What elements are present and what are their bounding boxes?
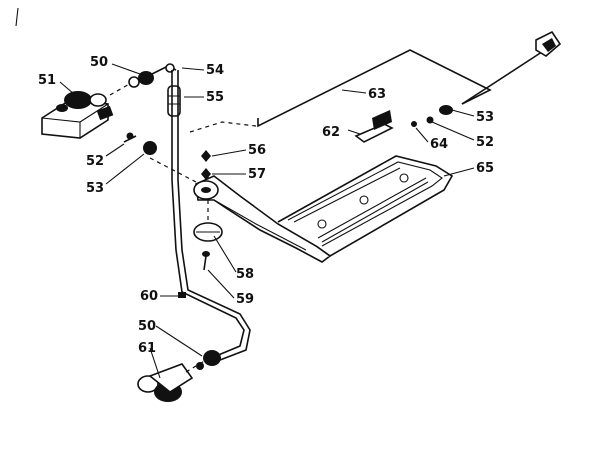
valve-to-line-dashes xyxy=(109,77,141,96)
callout-51: 51 xyxy=(38,73,56,88)
fitting-part-60[interactable] xyxy=(178,292,186,298)
screw-part-53-left[interactable] xyxy=(143,141,157,155)
callout-57: 57 xyxy=(248,167,266,182)
screw-part-53-right[interactable] xyxy=(439,105,453,115)
callout-54: 54 xyxy=(206,63,224,78)
gas-supply-line-inner xyxy=(177,70,251,361)
pilot-tube-tail xyxy=(461,47,549,105)
washer-part-52-left[interactable] xyxy=(123,132,137,143)
callout-52-left: 52 xyxy=(86,154,104,169)
washer-part-57[interactable] xyxy=(201,168,211,180)
gas-valve-part-61[interactable] xyxy=(137,362,204,402)
orifice-part-55[interactable] xyxy=(167,85,181,117)
pilot-tube-part-63[interactable] xyxy=(257,49,492,128)
callout-labels: 50 54 51 55 63 53 62 52 64 52 56 53 57 6… xyxy=(38,55,494,356)
callout-53-left: 53 xyxy=(86,181,104,196)
callout-50-upper: 50 xyxy=(90,55,108,70)
callout-55: 55 xyxy=(206,90,224,105)
callout-56: 56 xyxy=(248,143,266,158)
callout-52-right: 52 xyxy=(476,135,494,150)
callout-leaders xyxy=(59,63,475,379)
washer-part-52-right[interactable] xyxy=(426,116,434,124)
callout-64: 64 xyxy=(430,137,448,152)
fitting-nut-part-50-lower[interactable] xyxy=(203,350,221,366)
screw-part-59[interactable] xyxy=(202,251,210,271)
callout-59: 59 xyxy=(236,292,254,307)
gas-supply-line xyxy=(171,70,245,357)
callout-61: 61 xyxy=(138,341,156,356)
callout-58: 58 xyxy=(236,267,254,282)
screw-part-56[interactable] xyxy=(201,150,211,162)
air-shutter-part-58[interactable] xyxy=(193,222,223,242)
callout-63: 63 xyxy=(368,87,386,102)
corner-mark xyxy=(15,7,19,27)
bracket-part-62[interactable] xyxy=(354,110,394,143)
callout-62: 62 xyxy=(322,125,340,140)
valve-regulator-part-51[interactable] xyxy=(41,91,114,139)
callout-50-lower: 50 xyxy=(138,319,156,334)
assembly-dash-1 xyxy=(149,157,197,183)
callout-60: 60 xyxy=(140,289,158,304)
clip-part-64[interactable] xyxy=(411,121,417,127)
burner-part-65[interactable] xyxy=(193,155,454,263)
callout-53-right: 53 xyxy=(476,110,494,125)
lower-valve-dashes xyxy=(185,359,207,373)
assembly-dash-2 xyxy=(189,121,257,133)
pilot-burner-tip[interactable] xyxy=(535,30,562,57)
callout-65: 65 xyxy=(476,161,494,176)
fitting-nut-part-50-upper[interactable] xyxy=(128,71,154,88)
